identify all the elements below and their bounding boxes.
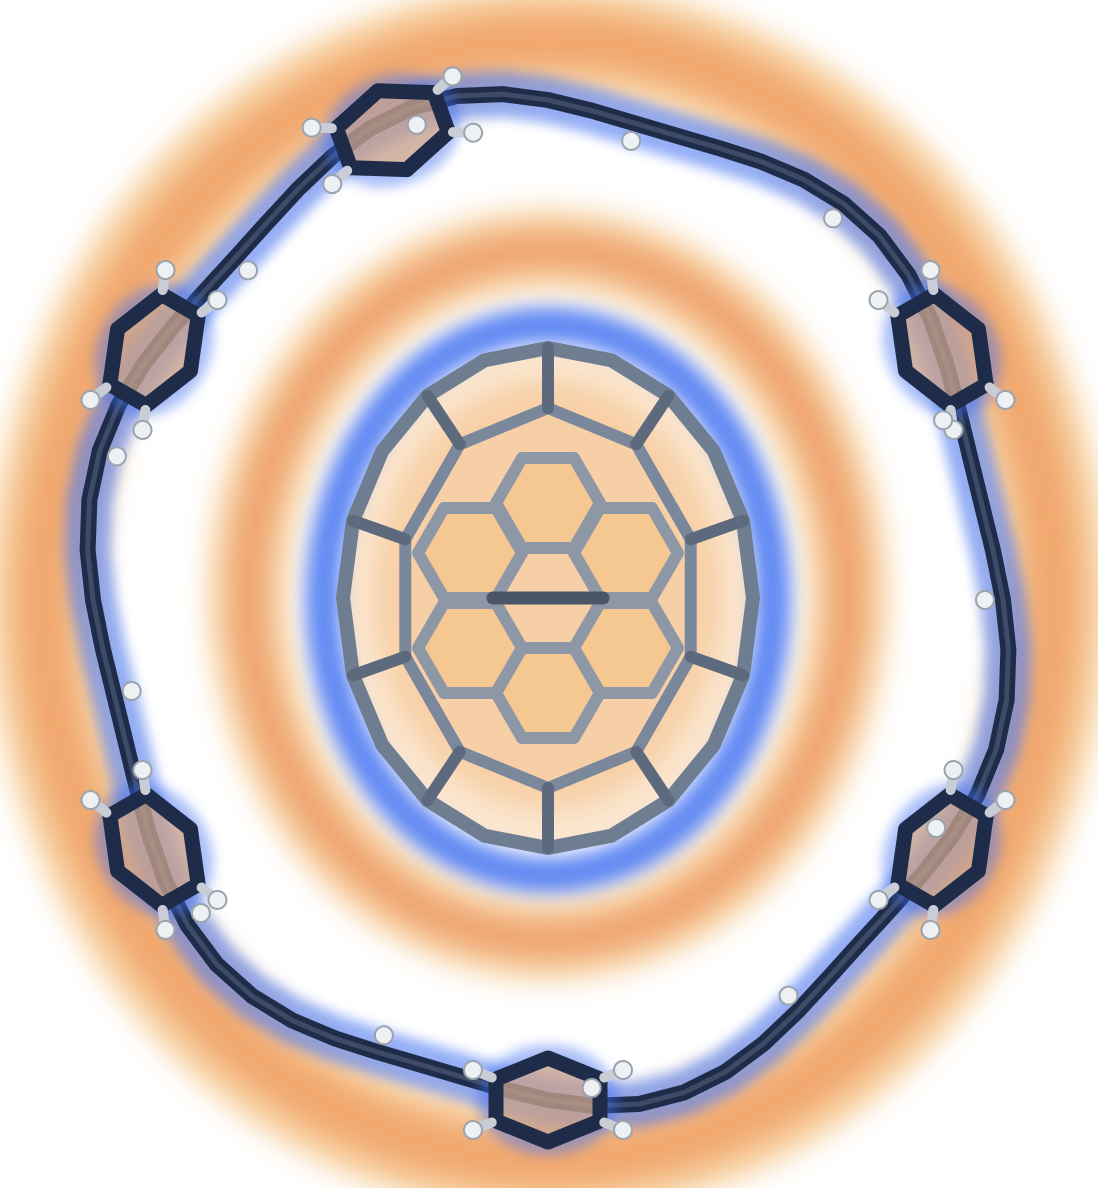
hydrogen-atom [463,122,484,143]
phenyl-ring [301,66,484,195]
hydrogen-atom [463,1120,483,1140]
cage-bond [684,650,749,682]
hydrogen-atom [920,919,941,940]
cage-bond [421,745,466,807]
fullerene-cage [336,341,760,855]
hydrogen-atom [933,410,954,431]
hydrogen-atom [868,290,889,311]
cage-hexagon [412,502,528,604]
hydrogen-atom [373,1025,394,1046]
cage-bond [421,389,466,451]
hydrogen-atom [920,260,941,281]
hydrogen-atom [581,1078,602,1098]
hydrogen-atom [995,389,1016,410]
cage-bond [630,745,675,807]
hydrogen-atom [442,66,463,87]
hydrogen-atom [207,290,228,311]
cage-bond [347,650,412,682]
hydrogen-atom [778,985,799,1006]
hydrogen-atom [238,260,258,281]
hydrogen-atom [463,1060,483,1080]
hydrogen-atom [207,889,228,910]
hydrogen-atom [613,1120,633,1140]
hydrogen-atom [868,889,889,910]
hydrogen-atom [926,818,947,838]
hydrogen-atom [995,790,1016,811]
cage-hexagon [568,502,684,604]
hydrogen-atom [322,174,343,195]
hydrogen-atom [106,446,127,467]
cage-bond [630,389,675,451]
hydrogen-atom [943,760,964,781]
hydrogen-atom [121,681,142,701]
hydrogen-atom [406,114,427,135]
hydrogen-atom [155,260,176,281]
cage-hexagon [490,642,606,744]
fullerene-blue-field [305,307,791,893]
hydrogen-atom [613,1060,633,1080]
hydrogen-atom [823,208,844,229]
macrocycle-ring [64,66,1032,1155]
chain-highlight [85,91,1011,1109]
cage-bond [347,514,412,546]
phenyl-ring [80,260,228,440]
phenyl-ring [80,760,228,940]
hydrogen-atom [975,590,995,610]
hydrogen-atom [155,919,176,940]
phenyl-ring [868,260,1016,440]
phenyl-ring [868,760,1016,940]
cage-bond [684,514,749,546]
hydrogen-atom [132,419,153,440]
hydrogen-atom [190,903,211,924]
hydrogen-atom [80,790,101,811]
hydrogen-atom [301,117,322,138]
hydrogen-atom [80,389,101,410]
hydrogen-atom [621,130,642,151]
hydrogen-atom [132,760,153,781]
phenyl-ring [463,1045,633,1155]
